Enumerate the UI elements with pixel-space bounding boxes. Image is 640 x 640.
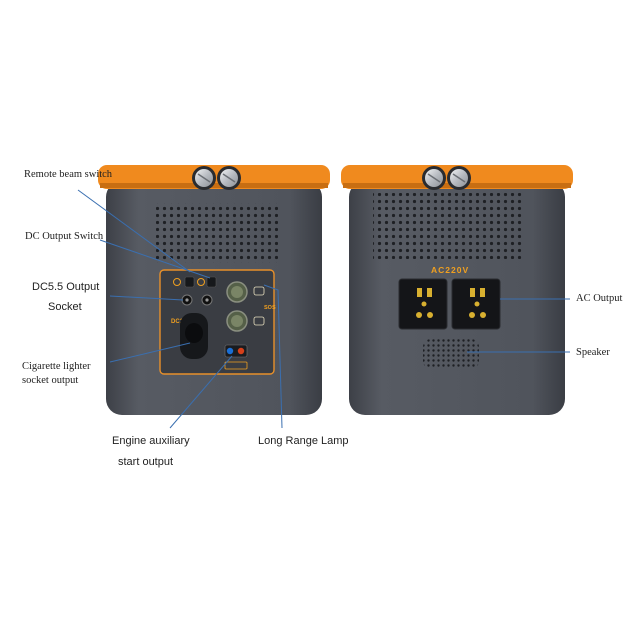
- vent-grille: [373, 193, 523, 259]
- label-engine-line2: start output: [118, 456, 174, 468]
- label-long-range-lamp: Long Range Lamp: [258, 435, 349, 447]
- panel-label-sos: SOS: [264, 305, 276, 311]
- power-icon: [173, 278, 181, 286]
- label-dc-output-switch: DC Output Switch: [25, 231, 104, 242]
- label-dc55-output-line1: DC5.5 Output: [32, 281, 100, 293]
- dc-output-switch: [206, 276, 217, 288]
- speaker-grille: [423, 339, 479, 369]
- power-station-left-side: DC12V SOS: [98, 165, 330, 415]
- label-speaker: Speaker: [576, 347, 610, 358]
- label-remote-beam-switch: Remote beam switch: [24, 169, 113, 180]
- label-cigarette-line2: socket output: [22, 375, 79, 386]
- remote-beam-switch: [184, 276, 195, 288]
- panel-label-ac220v: AC220V: [431, 265, 469, 275]
- label-cigarette-line1: Cigarette lighter: [22, 361, 91, 372]
- power-icon: [197, 278, 205, 286]
- label-ac-output: AC Output: [576, 293, 623, 304]
- label-dc55-output-line2: Socket: [48, 301, 82, 313]
- power-station-right-side: AC220V: [341, 165, 573, 415]
- label-engine-line1: Engine auxiliary: [112, 435, 190, 447]
- vent-grille: [156, 203, 278, 263]
